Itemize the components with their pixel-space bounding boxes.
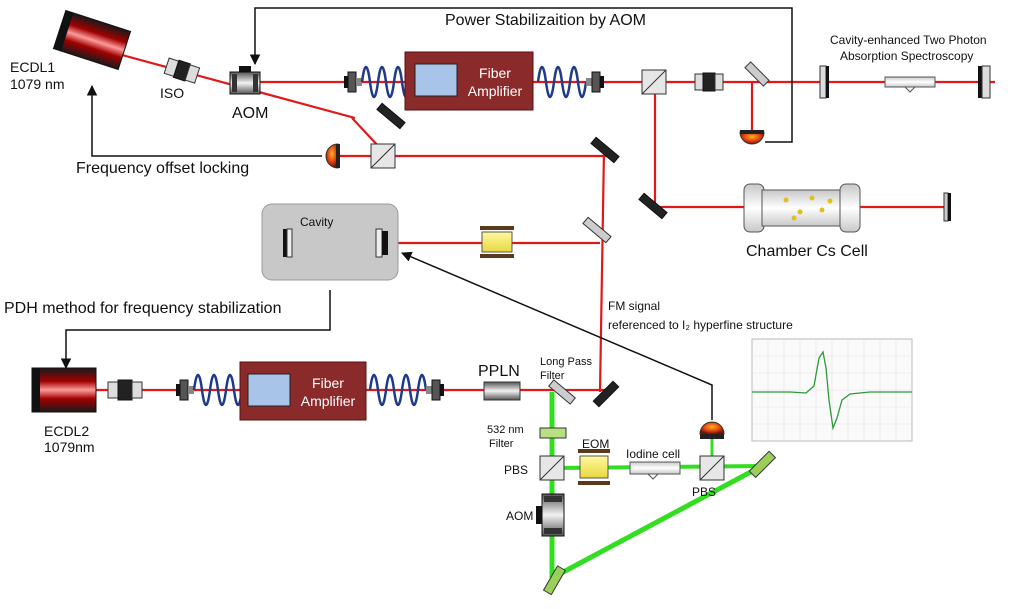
detector-iodine bbox=[699, 421, 725, 439]
ecdl1-label: ECDL1 bbox=[10, 59, 55, 75]
mirror-pickoff-top bbox=[744, 61, 770, 87]
chamber-cs-cell bbox=[743, 183, 861, 233]
fiber-amplifier-bottom-label-1: Fiber bbox=[312, 375, 344, 391]
mirror-chamber bbox=[638, 192, 668, 220]
mirror-green-right bbox=[748, 450, 777, 479]
mirror-green-bottom bbox=[542, 565, 567, 596]
pbs-right bbox=[699, 455, 725, 481]
beam-splitter-freq-offset bbox=[370, 143, 396, 169]
aom-top bbox=[229, 66, 261, 95]
pdh-label: PDH method for frequency stabilization bbox=[4, 300, 281, 317]
fiber-coupler-top-left bbox=[344, 71, 362, 93]
eom-cavity bbox=[480, 226, 514, 258]
mirror-bottom-right bbox=[592, 380, 620, 408]
fiber-coil-top-right bbox=[536, 65, 588, 99]
power-stab-label: Power Stabilizaition by AOM bbox=[445, 12, 646, 29]
mirror-right-top bbox=[590, 136, 620, 164]
feedback-lines bbox=[60, 7, 793, 420]
ppln-crystal bbox=[483, 381, 521, 401]
cavity-label: Cavity bbox=[300, 215, 333, 229]
ecdl1-laser bbox=[52, 9, 132, 71]
fm-signal-plot bbox=[751, 338, 913, 442]
fiber-coil-bottom-left bbox=[192, 373, 244, 407]
cavity-tpa-label-1: Cavity-enhanced Two Photon bbox=[830, 33, 987, 47]
chamber-label: Chamber Cs Cell bbox=[746, 243, 868, 260]
cavity-mirror-right bbox=[375, 228, 388, 258]
freq-offset-label: Frequency offset locking bbox=[76, 160, 249, 177]
pbs-right-label: PBS bbox=[692, 485, 716, 499]
tpa-cavity-mirror-left bbox=[819, 65, 829, 99]
fiber-amplifier-bottom-label-2: Amplifier bbox=[301, 393, 356, 409]
fm-signal-label-2: referenced to I₂ hyperfine structure bbox=[608, 318, 793, 332]
fiber-amplifier-top-label-2: Amplifier bbox=[468, 83, 523, 99]
ecdl2-label: ECDL2 bbox=[44, 423, 89, 439]
eom-green bbox=[578, 449, 610, 485]
eom-green-label: EOM bbox=[582, 437, 609, 451]
tpa-cavity-mirror-right bbox=[978, 65, 991, 99]
ecdl1-wavelength: 1079 nm bbox=[10, 76, 64, 92]
fiber-amplifier-top-label-1: Fiber bbox=[479, 65, 511, 81]
isolator-1 bbox=[163, 57, 201, 84]
filter-532-label-1: 532 nm bbox=[487, 424, 524, 436]
cavity-tpa-label-2: Absorption Spectroscopy bbox=[840, 49, 973, 63]
filter-532-label-2: Filter bbox=[489, 438, 514, 450]
ecdl2-laser bbox=[31, 367, 97, 413]
aom-bottom-label: AOM bbox=[506, 509, 533, 523]
fiber-coupler-bottom-left bbox=[176, 379, 194, 401]
long-pass-filter bbox=[547, 379, 577, 405]
fiber-coupler-top-right bbox=[586, 71, 604, 93]
cavity-mirror-left bbox=[283, 228, 293, 258]
aom-top-label: AOM bbox=[232, 105, 268, 122]
filter-532nm bbox=[539, 427, 567, 439]
pbs-left bbox=[539, 455, 565, 481]
isolator-top-right bbox=[694, 72, 724, 92]
isolator-label: ISO bbox=[160, 85, 184, 101]
fiber-coupler-bottom-right bbox=[426, 379, 444, 401]
isolator-2 bbox=[107, 379, 143, 401]
ppln-label: PPLN bbox=[478, 363, 520, 380]
long-pass-label-1: Long Pass bbox=[540, 356, 592, 368]
detector-power-stab bbox=[739, 130, 765, 145]
long-pass-label-2: Filter bbox=[540, 370, 565, 382]
aom-bottom bbox=[536, 493, 565, 537]
detector-freq-offset bbox=[325, 143, 340, 169]
fiber-coil-bottom-right bbox=[368, 373, 428, 407]
fiber-amplifier-bottom-window bbox=[247, 373, 291, 407]
mirror-aom-diagonal bbox=[376, 102, 406, 130]
cavity-box bbox=[261, 203, 399, 281]
mirror-right-middle bbox=[582, 216, 612, 244]
tpa-cell bbox=[884, 76, 936, 93]
fiber-amplifier-top-window bbox=[414, 63, 458, 97]
chamber-end-mirror bbox=[943, 192, 951, 222]
pbs-left-label: PBS bbox=[504, 463, 528, 477]
ecdl2-wavelength: 1079nm bbox=[44, 439, 95, 455]
iodine-cell bbox=[629, 461, 681, 480]
iodine-label: Iodine cell bbox=[626, 447, 680, 461]
fm-signal-label-1: FM signal bbox=[608, 299, 660, 313]
beam-splitter-top bbox=[641, 69, 667, 95]
